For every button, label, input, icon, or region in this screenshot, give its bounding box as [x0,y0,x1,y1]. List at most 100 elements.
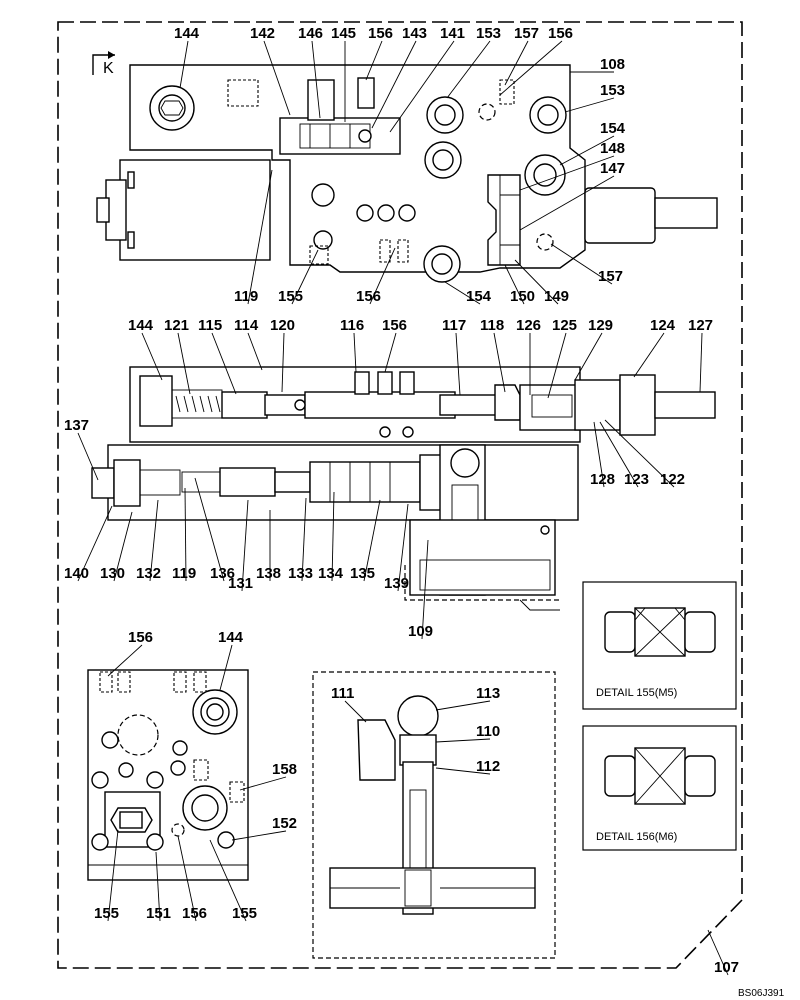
callout-detail-109: 112 [476,758,500,775]
leader-line [291,249,319,305]
leader-line [519,155,615,191]
leader-line [107,829,119,922]
callout-top-view: 145 [331,25,356,42]
callout-section-view: 131 [228,575,253,592]
callout-frame: 107 [714,959,739,976]
callout-top-view: 119 [234,288,258,305]
leader-line [113,511,133,582]
leader-line [353,332,357,373]
callout-section-view: 128 [590,471,615,488]
leader-line [504,264,525,305]
callout-top-view: 157 [598,268,623,285]
top-view [96,64,718,283]
leader-line [209,839,247,922]
detail-109 [312,671,556,959]
leader-line [177,332,191,395]
leader-line [247,169,273,305]
leader-line [455,332,461,396]
callout-section-view: 118 [480,317,504,334]
actuator-body [119,159,271,261]
leader-line [331,491,335,582]
callout-section-view: 144 [128,317,154,334]
leader-line [247,332,263,371]
leader-line [211,332,237,395]
leader-line [604,419,675,488]
callout-detail-109: 111 [331,685,354,702]
leader-line [363,499,381,582]
callout-k-view: 156 [182,905,207,922]
callout-top-view: 146 [298,25,323,42]
callout-section-view: 109 [408,623,433,640]
callout-section-view: 120 [270,317,295,334]
callout-top-view: 157 [514,25,539,42]
leader-line [241,499,249,592]
callout-k-view: 152 [272,815,297,832]
callout-k-view: 155 [94,905,119,922]
callout-section-view: 123 [624,471,649,488]
callout-section-view: 139 [384,575,409,592]
callout-section-view: 130 [100,565,125,582]
callout-section-view: 125 [552,317,577,334]
leader-line [493,332,506,393]
callout-top-view: 150 [510,288,535,305]
leader-line [499,40,563,96]
leader-line [446,40,491,99]
leader-line [389,40,455,133]
leader-line [231,830,287,841]
leader-line [559,135,615,166]
leader-line [435,738,491,743]
callout-section-view: 117 [442,317,466,334]
callout-top-view: 143 [402,25,427,42]
leader-line [179,40,189,89]
leader-line [384,332,397,373]
callout-top-view: 108 [600,56,625,73]
callout-top-view: 153 [600,82,625,99]
callout-top-view: 156 [368,25,393,42]
leader-line [184,487,187,582]
leader-line [444,281,481,305]
callout-section-view: 114 [234,317,259,334]
leader-line [77,432,99,481]
callout-top-view: 154 [600,120,626,137]
leader-lines [77,40,729,976]
leader-line [564,97,615,113]
leader-line [371,40,417,129]
callout-k-view: 156 [128,629,153,646]
callout-section-view: 138 [256,565,281,582]
callout-section-view: 124 [650,317,676,334]
leader-line [574,332,603,381]
leader-line [141,332,163,381]
callout-section-view: 140 [64,565,89,582]
leader-line [107,644,143,677]
callout-section-view: 134 [318,565,344,582]
leader-line [593,421,605,488]
leader-line [149,499,159,582]
detail-156-panel: DETAIL 156(M6) [582,725,737,851]
leader-line [550,243,613,285]
callout-k-view: 151 [146,905,171,922]
callout-top-view: 149 [544,288,569,305]
callout-k-view: 158 [272,761,297,778]
leader-line [599,421,639,488]
leader-line [519,175,615,231]
callout-section-view: 115 [198,317,222,334]
leader-line [504,40,529,86]
detail-156-caption: DETAIL 156(M6) [596,831,677,843]
leader-line [365,40,383,81]
callout-detail-109: 113 [476,685,500,702]
callout-section-view: 135 [350,565,375,582]
leader-line [311,40,321,119]
leader-line [155,851,161,922]
view-k-label: K [103,60,114,77]
leader-line [177,835,197,922]
view-k-marker: K [92,51,115,77]
callout-top-view: 147 [600,160,625,177]
leader-line [633,332,665,378]
leader-line [77,505,113,582]
leader-line [281,332,285,393]
leader-line [547,332,567,399]
assembly-frame [57,21,743,969]
callout-top-view: 148 [600,140,625,157]
leader-line [435,767,491,775]
